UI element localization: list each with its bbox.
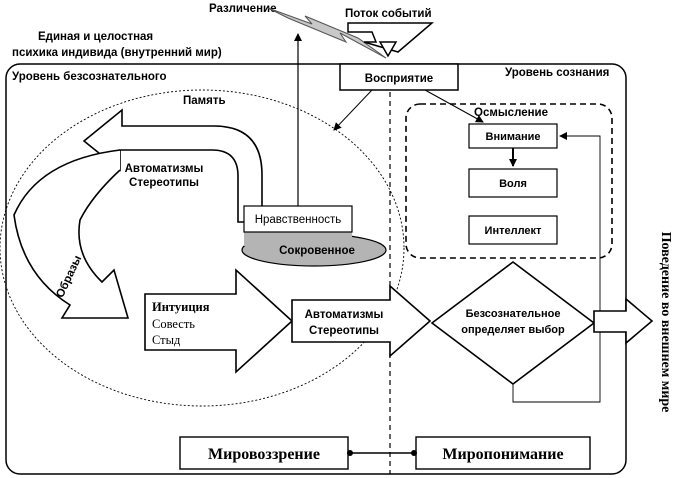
osmyslenie-label: Осмысление xyxy=(474,107,548,119)
shame-label: Стыд xyxy=(152,333,181,347)
curve-line2: Стереотипы xyxy=(129,177,199,189)
attention-label: Внимание xyxy=(486,131,541,143)
curve-line1: Автоматизмы xyxy=(125,163,204,175)
worldunderstanding-box xyxy=(415,436,591,470)
perception-box xyxy=(339,63,459,91)
will-box xyxy=(468,168,558,198)
automatisms-line1: Автоматизмы xyxy=(305,309,384,321)
output-arrow xyxy=(593,297,654,345)
psyche-title-line2: психика индивида (внутренний мир) xyxy=(12,47,222,59)
curved-arrow xyxy=(82,108,263,223)
razlichenie-label: Различение xyxy=(209,3,276,15)
worldview-box xyxy=(179,436,349,470)
diamond-line1: Безсознательное xyxy=(466,308,561,320)
main-frame xyxy=(5,63,627,475)
osmyslenie-box xyxy=(405,103,613,259)
lightning-bolt xyxy=(267,7,387,59)
perception-to-memory-arrow xyxy=(333,89,373,131)
intellect-box xyxy=(468,215,558,245)
memory-label: Память xyxy=(183,95,226,107)
conscience-label: Совесть xyxy=(152,317,195,331)
event-stream-arrow xyxy=(347,22,435,53)
feedback-loop xyxy=(512,132,601,403)
automatisms-line2: Стереотипы xyxy=(309,325,379,337)
intellect-label: Интеллект xyxy=(485,225,543,237)
link-dot-right xyxy=(411,450,417,456)
link-dot-left xyxy=(347,450,353,456)
intuition-title: Интуиция xyxy=(152,300,210,314)
sacred-label: Сокровенное xyxy=(279,245,355,257)
will-label: Воля xyxy=(499,178,527,190)
intuition-arrow xyxy=(144,268,294,374)
morality-label: Нравственность xyxy=(255,214,342,226)
behavior-label: Поведение во внешнем мире xyxy=(658,232,673,413)
psyche-title-line1: Единая и целостная xyxy=(38,31,153,43)
diamond-line2: определяет выбор xyxy=(461,324,565,336)
potok-label: Поток событий xyxy=(345,8,432,20)
choice-diamond xyxy=(430,260,596,386)
perception-to-attention-arrow xyxy=(424,89,484,123)
automatisms-arrow xyxy=(291,284,432,358)
worldunderstanding-label: Миропонимание xyxy=(442,446,563,463)
worldview-label: Мировоззрение xyxy=(208,446,320,463)
unconscious-level-label: Уровень безсознательного xyxy=(12,71,167,83)
conscious-level-label: Уровень сознания xyxy=(505,67,609,79)
perception-label: Восприятие xyxy=(365,73,433,85)
memory-ellipse xyxy=(0,89,405,407)
